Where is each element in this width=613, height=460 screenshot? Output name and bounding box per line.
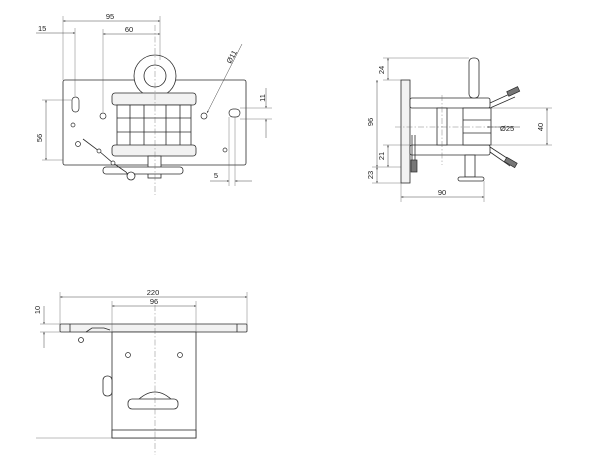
side-dim-96: 96	[366, 118, 375, 126]
front-dim-60: 60	[125, 25, 133, 34]
front-hole-left	[99, 112, 107, 120]
side-view: 24 96 21 23 Ø25 40 90	[366, 57, 552, 202]
top-body	[111, 331, 197, 439]
front-dim-15: 15	[38, 24, 46, 33]
front-hole-small-3	[70, 122, 76, 128]
top-side-knob	[102, 375, 113, 397]
top-dim-10: 10	[33, 306, 42, 314]
front-clamp-body	[116, 104, 192, 152]
side-lower-bar	[409, 144, 491, 156]
front-right-slot	[228, 108, 241, 118]
side-eye-bolt	[468, 57, 480, 99]
front-clamp-bottom	[111, 144, 197, 157]
front-clamp-top	[111, 92, 197, 106]
side-dim-90: 90	[438, 188, 446, 197]
front-hole-small-2	[222, 147, 228, 153]
side-bottom-stud	[464, 154, 476, 178]
top-hole-left	[125, 352, 131, 358]
top-view: 220 96 10	[33, 288, 248, 455]
front-view: 95 60 15 56 Ø11 11 5	[35, 12, 272, 195]
top-dim-96: 96	[150, 297, 158, 306]
front-left-slot	[71, 96, 80, 113]
front-lever-knob	[126, 171, 136, 181]
front-dim-d11-hole: Ø11	[225, 49, 239, 65]
side-wall-plate	[400, 79, 411, 184]
front-bolt-handle	[102, 166, 184, 175]
top-handle-bar	[127, 398, 179, 410]
front-dim-d11-leader	[206, 43, 243, 114]
front-dim-56: 56	[35, 134, 44, 142]
front-hole-small	[75, 141, 81, 147]
side-upper-bar	[409, 97, 491, 109]
front-dim-11: 11	[258, 94, 267, 102]
top-hole-right	[177, 352, 183, 358]
front-dim-95: 95	[106, 12, 114, 21]
front-hole-right	[200, 112, 208, 120]
front-dim-5: 5	[214, 171, 218, 180]
side-dim-21: 21	[377, 152, 386, 160]
side-dim-23: 23	[366, 171, 375, 179]
side-dim-24: 24	[377, 66, 386, 74]
side-dim-d25: Ø25	[500, 124, 514, 133]
side-block	[462, 107, 492, 146]
side-dim-40: 40	[536, 123, 545, 131]
top-chain	[85, 327, 111, 333]
top-dim-220: 220	[147, 288, 160, 297]
